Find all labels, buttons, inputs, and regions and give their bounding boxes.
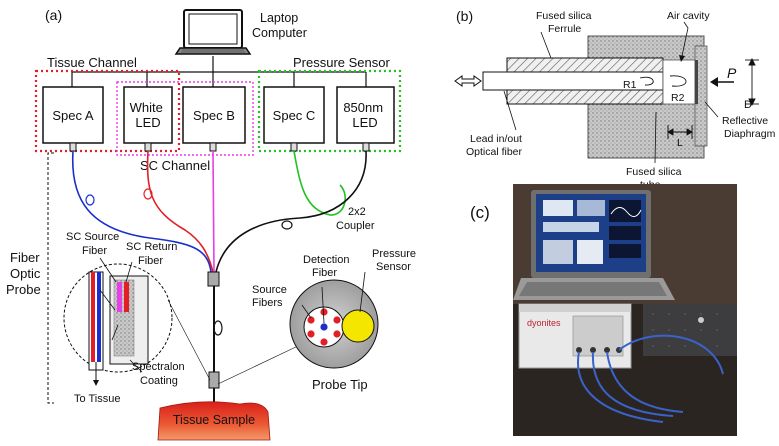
r1-label: R1 [623, 79, 637, 91]
lead-label: Lead in/out Optical fiber [466, 133, 525, 158]
probe-bracket [47, 152, 54, 404]
spec-b-box: Spec B [182, 86, 246, 144]
diaphragm-label: Reflective Diaphragm [722, 115, 776, 140]
laptop-icon [174, 9, 252, 55]
air-cavity [662, 59, 696, 105]
pressure-sensor-label: Pressure Sensor [293, 55, 390, 70]
detection-fiber-label: Detection Fiber [303, 254, 353, 279]
pressure-sensor-tip-label: Pressure Sensor [372, 248, 419, 273]
connectors [69, 142, 370, 152]
probe-side-zoom [63, 263, 173, 386]
svg-text:Spec C: Spec C [273, 108, 316, 123]
tissue-sample-label: Tissue Sample [173, 413, 255, 427]
pressure-channel-outline [257, 69, 402, 153]
spec-a-box: Spec A [42, 86, 104, 144]
laptop-label: Laptop Computer [252, 11, 307, 40]
panel-b-leaders [503, 21, 719, 164]
air-cavity-label: Air cavity [667, 10, 710, 22]
svg-text:White LED: White LED [130, 100, 167, 130]
white-led-box: White LED [123, 86, 173, 144]
lead-arrow-icon [454, 75, 482, 87]
tissue-channel-outline [34, 69, 181, 153]
spectralon-label: Spectralon Coating [132, 361, 188, 387]
d-dimension [745, 57, 759, 107]
zoom-leaders [99, 257, 143, 373]
spec-c-box: Spec C [263, 86, 325, 144]
zoom-link-line [167, 299, 211, 381]
sc-return-fiber-label: SC Return Fiber [126, 241, 180, 267]
coupler-label: 2x2 Coupler [336, 206, 375, 232]
probe-tip-label: Probe Tip [312, 377, 368, 392]
svg-text:850nm LED: 850nm LED [343, 100, 386, 130]
air-cavity-arrow-icon [679, 55, 685, 62]
led-850-box: 850nm LED [336, 86, 395, 144]
sc-channel-label: SC Channel [140, 158, 210, 173]
panel-b: (b) R1 R2 P [454, 8, 776, 191]
panel-b-label: (b) [456, 8, 473, 24]
fiber-optic-probe-label: Fiber Optic Probe [6, 250, 44, 297]
instrument-brand: dyonites [527, 318, 561, 328]
l-dimension [667, 125, 693, 139]
panel-a: (a) Laptop Computer Tissue Channel Pres [6, 7, 419, 441]
sc-channel-outline [116, 81, 254, 156]
probe-connector-bottom [208, 371, 220, 389]
tissue-sample [157, 401, 271, 441]
svg-text:Spec A: Spec A [52, 108, 94, 123]
panel-c-label: (c) [470, 203, 490, 222]
to-tissue-label: To Tissue [74, 393, 120, 405]
source-fibers-label: Source Fibers [252, 284, 290, 309]
reflection-arrows [639, 75, 687, 87]
panel-a-label: (a) [45, 7, 62, 23]
l-label: L [677, 137, 683, 149]
probe-connector-top [207, 271, 220, 287]
ferrule-lower [506, 89, 664, 105]
svg-text:Spec B: Spec B [193, 108, 235, 123]
ferrule-label: Fused silica Ferrule [536, 10, 594, 35]
tissue-channel-label: Tissue Channel [47, 55, 137, 70]
r2-label: R2 [671, 92, 685, 104]
pressure-p-label: P [727, 65, 737, 81]
tip-link-line [217, 344, 301, 385]
ferrule-upper [506, 57, 664, 73]
sc-source-fiber-label: SC Source Fiber [66, 231, 122, 257]
pressure-arrow-icon [710, 77, 734, 87]
d-label: D [744, 99, 752, 111]
probe-tip-cross-section [289, 271, 379, 369]
instrument-photo: dyonites [513, 184, 737, 436]
fibers [71, 150, 367, 402]
